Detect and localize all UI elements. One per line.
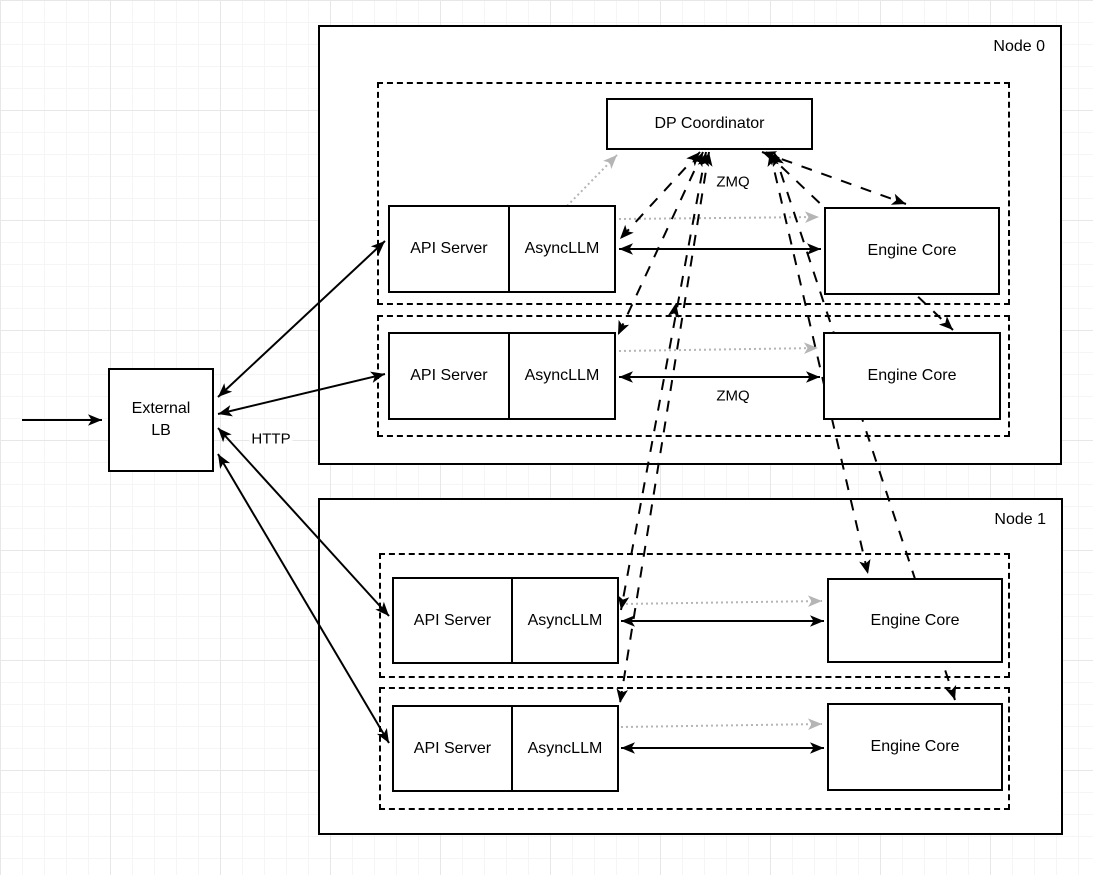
node1-row1-frontend-box: API Server AsyncLLM	[392, 577, 619, 664]
engine-core-label: Engine Core	[867, 367, 957, 384]
external-lb-line2: LB	[151, 422, 171, 439]
zmq-label-mid: ZMQ	[714, 387, 752, 405]
api-server-cell: API Server	[390, 207, 510, 291]
api-server-cell: API Server	[394, 707, 513, 790]
node1-row1-engine-box: Engine Core	[827, 578, 1003, 663]
arrow-gray-n0r2	[618, 342, 819, 355]
arrow-lb-node1-api2	[217, 453, 390, 744]
node0-row1-engine-box: Engine Core	[824, 207, 1000, 295]
arrow-gray-n1r2	[620, 718, 823, 731]
zmq-dashed-links	[616, 151, 957, 704]
api-server-label: API Server	[410, 367, 488, 384]
asyncllm-label: AsyncLLM	[524, 240, 600, 257]
dp-coordinator-box: DP Coordinator	[606, 98, 813, 150]
asyncllm-cell: AsyncLLM	[510, 207, 614, 291]
external-lb-label: External LB	[132, 398, 191, 441]
api-server-label: API Server	[413, 739, 492, 757]
node0-label: Node 0	[993, 38, 1045, 55]
asyncllm-cell: AsyncLLM	[513, 707, 617, 790]
http-label: HTTP	[249, 430, 293, 448]
external-lb-box: External LB	[108, 368, 214, 472]
node0-row1-frontend-box: API Server AsyncLLM	[388, 205, 616, 293]
zmq-coord-async-n1r2	[616, 151, 713, 704]
node1-row2-engine-box: Engine Core	[827, 703, 1003, 791]
api-server-label: API Server	[413, 611, 492, 629]
node1-label: Node 1	[994, 511, 1046, 528]
arrow-async-coordinator-gray	[566, 154, 618, 207]
engine-core-label: Engine Core	[870, 738, 960, 755]
arrow-lb-node1-api1	[217, 427, 390, 617]
api-server-label: API Server	[410, 240, 488, 257]
asyncllm-label: AsyncLLM	[527, 611, 603, 629]
arrow-lb-node0-api2	[217, 371, 386, 417]
node0-row2-engine-box: Engine Core	[823, 332, 1001, 420]
api-server-cell: API Server	[394, 579, 513, 662]
dp-coordinator-label: DP Coordinator	[654, 115, 765, 132]
node0-row2-frontend-box: API Server AsyncLLM	[388, 332, 616, 420]
node1-row2-frontend-box: API Server AsyncLLM	[392, 705, 619, 792]
engine-core-label: Engine Core	[867, 242, 957, 259]
arrow-gray-n0r1	[618, 211, 820, 223]
zmq-coord-async-n1r1	[617, 151, 710, 611]
arrow-lb-node0-api1	[217, 240, 386, 398]
zmq-coord-async-n0r2	[617, 151, 704, 336]
api-server-cell: API Server	[390, 334, 510, 418]
zmq-label-top: ZMQ	[714, 173, 752, 191]
asyncllm-cell: AsyncLLM	[510, 334, 614, 418]
engine-core-label: Engine Core	[870, 611, 960, 629]
asyncllm-label: AsyncLLM	[527, 739, 603, 757]
solid-arrows	[22, 240, 824, 754]
asyncllm-label: AsyncLLM	[524, 367, 600, 384]
mid-arrowhead	[667, 303, 680, 318]
asyncllm-cell: AsyncLLM	[513, 579, 617, 662]
arrow-gray-n1r1	[620, 595, 823, 608]
zmq-coord-async-n0r1	[619, 151, 701, 240]
external-lb-line1: External	[131, 400, 191, 418]
